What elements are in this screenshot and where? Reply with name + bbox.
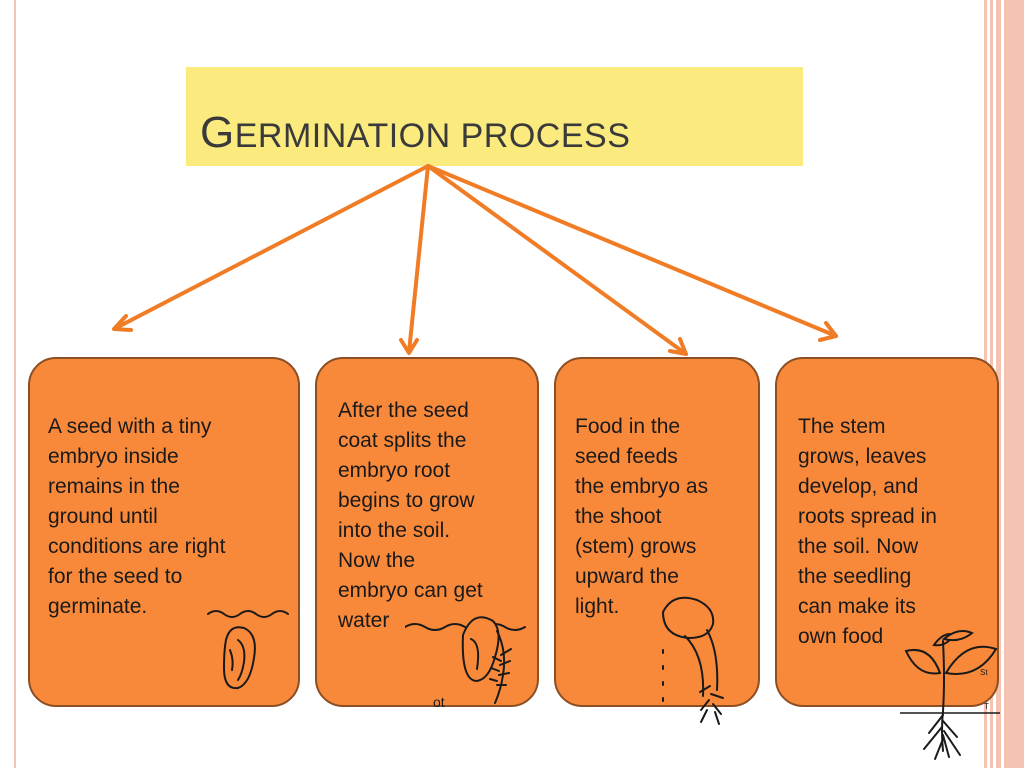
- step-3-text: Food in the seed feeds the embryo as the…: [575, 415, 709, 618]
- step-card-2: [315, 357, 539, 707]
- arrowhead-step-1: [112, 314, 133, 332]
- arrowhead-step-2: [399, 338, 419, 355]
- step-4-text: The stem grows, leaves develop, and root…: [798, 415, 937, 648]
- step-card-3: [554, 357, 760, 707]
- title-banner: [186, 67, 803, 166]
- edge-stripe: [1004, 0, 1024, 768]
- svg-text:St: St: [980, 668, 988, 677]
- step-2-text: After the seed coat splits the embryo ro…: [338, 399, 483, 632]
- arrow-to-step-4: [426, 164, 838, 338]
- svg-text:T: T: [984, 702, 989, 711]
- svg-text:ot: ot: [433, 694, 445, 708]
- title-rest: ERMINATION PROCESS: [234, 117, 631, 155]
- sprouting-root-illustration: ot: [405, 616, 526, 708]
- arrow-to-step-2: [407, 164, 430, 354]
- arrowhead-step-4: [818, 321, 838, 342]
- title-initial: G: [200, 108, 235, 157]
- arrowhead-step-3: [668, 337, 688, 356]
- seedling-with-leaves-illustration: St T: [900, 630, 1000, 760]
- step-1-text: A seed with a tiny embryo inside remains…: [48, 415, 226, 618]
- arrow-to-step-1: [112, 164, 430, 331]
- page-title: GERMINATION PROCESS: [200, 108, 630, 158]
- emerging-shoot-illustration: [661, 596, 724, 725]
- seed-in-soil-illustration: [207, 610, 289, 690]
- arrow-to-step-3: [426, 164, 688, 356]
- step-card-4: [775, 357, 999, 707]
- left-border-line: [14, 0, 16, 768]
